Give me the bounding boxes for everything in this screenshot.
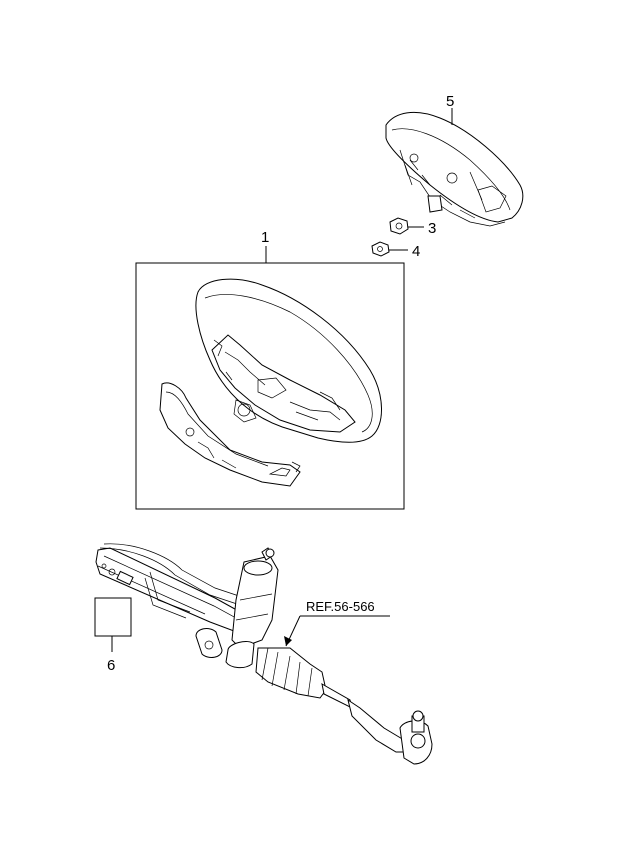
callout-4: 4 [412,243,420,260]
callout-1: 1 [261,229,269,246]
steering-gear-assembly [95,543,433,765]
nut [389,217,409,235]
lower-cover [159,382,301,487]
label-plate [94,597,132,637]
bolt [371,241,390,257]
ref-label: REF.56-566 [306,599,375,614]
callout-5: 5 [446,93,454,110]
ref-arrowhead [284,636,292,646]
steering-wheel [195,278,382,443]
airbag-module [385,111,524,227]
callout-6: 6 [107,657,115,674]
assembly-box [135,262,405,510]
callout-3: 3 [428,220,436,237]
